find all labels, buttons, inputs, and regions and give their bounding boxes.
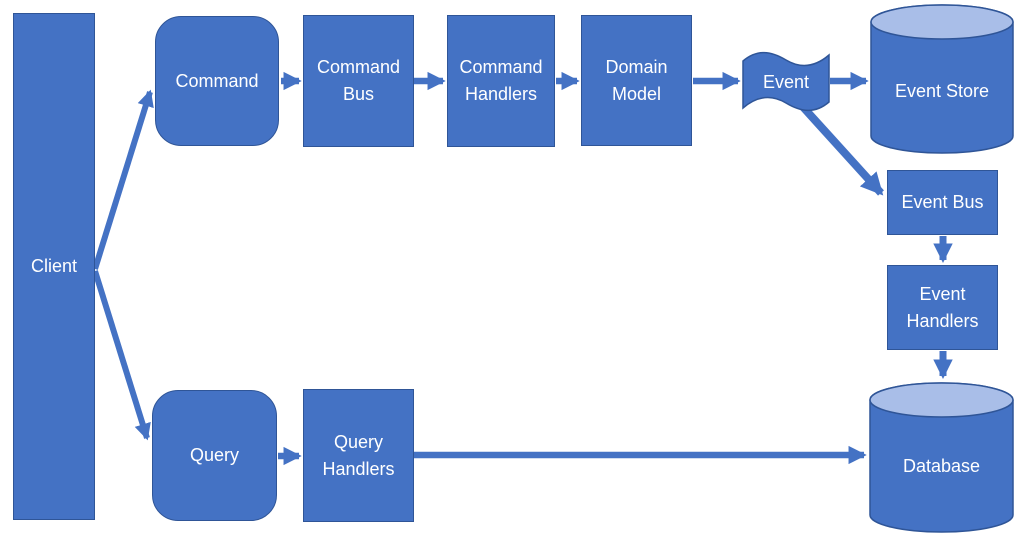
node-event-store-label: Event Store	[894, 81, 990, 101]
node-domain-model: Domain Model	[581, 15, 692, 146]
node-database-label: Database	[902, 455, 981, 476]
edge-client-query	[92, 270, 151, 441]
node-query: Query	[152, 390, 277, 521]
node-command-handlers: Command Handlers	[447, 15, 555, 147]
node-client: Client	[13, 13, 95, 520]
event-store-cylinder-shape	[870, 4, 1014, 154]
edges	[92, 71, 953, 466]
node-command-bus: Command Bus	[303, 15, 414, 147]
node-event-bus: Event Bus	[887, 170, 998, 235]
node-command: Command	[155, 16, 279, 146]
node-event-label: Event	[762, 71, 810, 92]
database-cylinder-shape	[869, 382, 1014, 533]
edge-event-eventbus	[800, 104, 884, 196]
edge-client-command	[92, 89, 154, 270]
event-wave-flag-shape	[742, 51, 830, 112]
node-event-handlers: Event Handlers	[887, 265, 998, 350]
node-query-handlers: Query Handlers	[303, 389, 414, 522]
